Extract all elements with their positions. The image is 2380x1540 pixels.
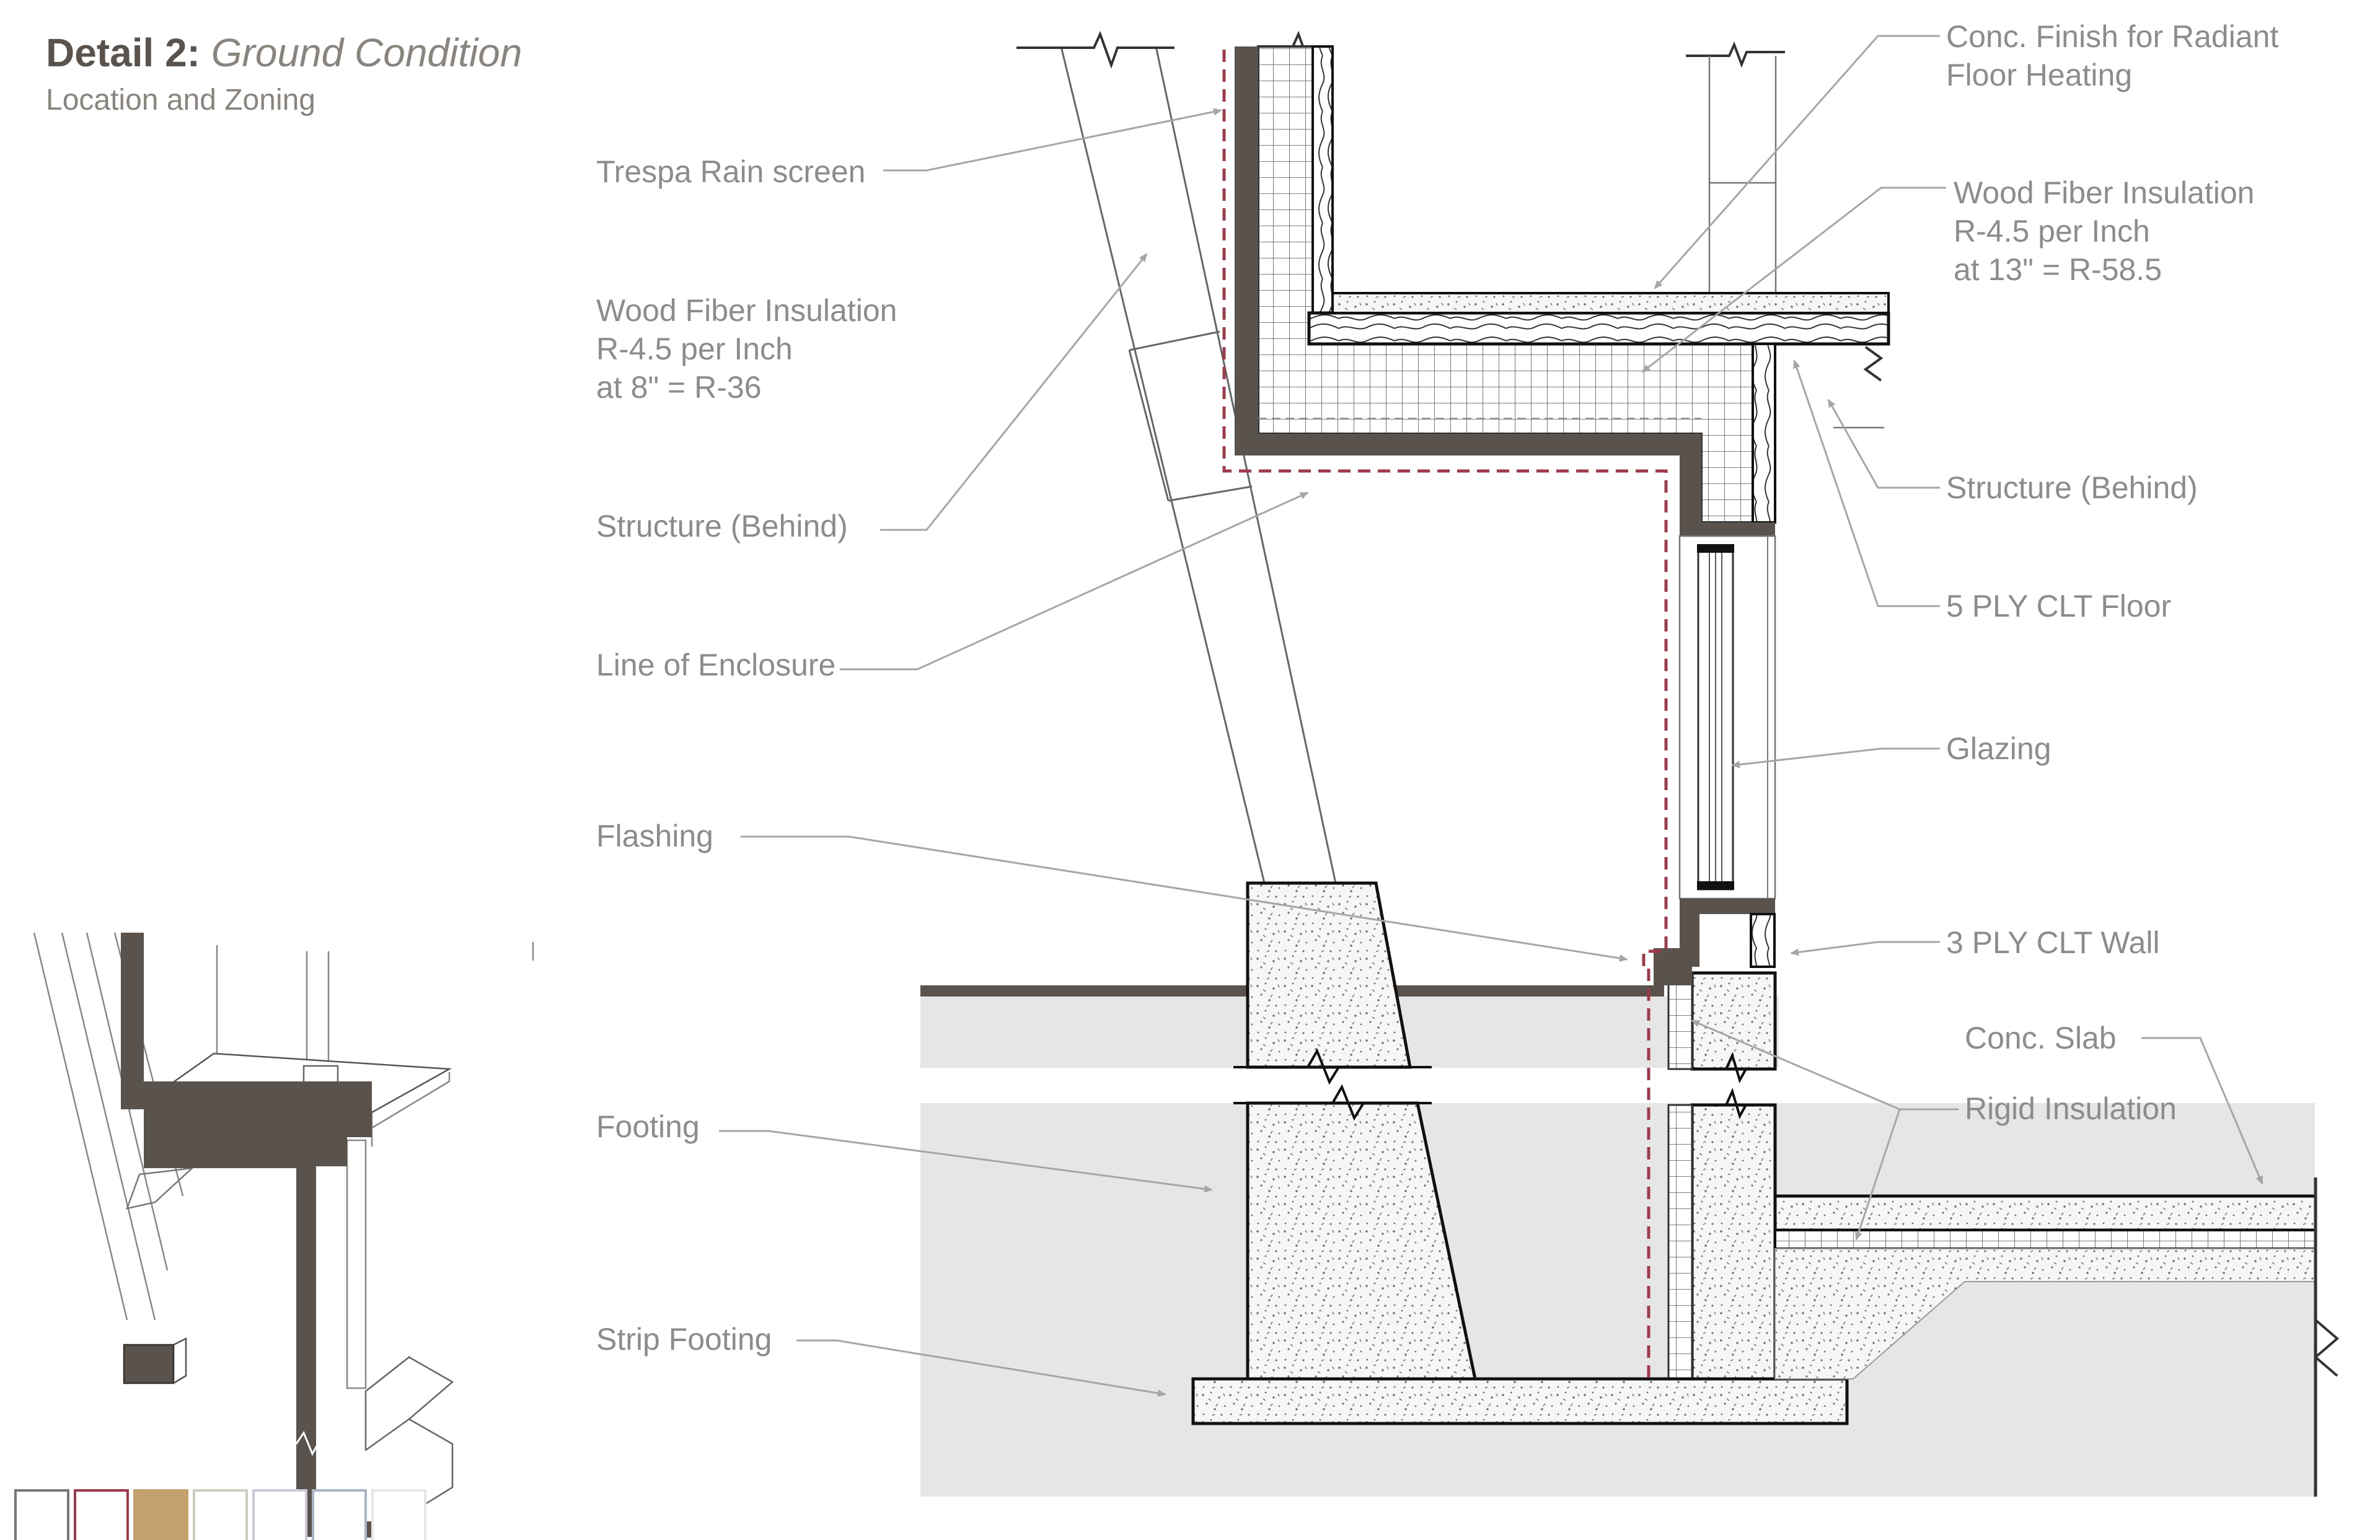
glazing-unit	[1678, 535, 1776, 900]
concrete-slab	[1773, 1177, 2340, 1497]
page-subtitle: Location and Zoning	[46, 84, 315, 117]
label-strip-footing: Strip Footing	[596, 1322, 772, 1357]
legend-swatch	[252, 1489, 307, 1540]
clt-floor-deck	[1307, 311, 1890, 346]
label-clt-floor: 5 PLY CLT Floor	[1946, 589, 2172, 623]
clt-wall-block	[1750, 913, 1776, 968]
label-wood-fiber-left: Wood Fiber Insulation R-4.5 per Inch at …	[596, 291, 897, 407]
conc-finish-line-1: Conc. Finish for Radiant	[1946, 19, 2279, 54]
legend-swatches	[14, 1489, 426, 1540]
key-isometric-view	[33, 932, 534, 1538]
title-name: Ground Condition	[211, 30, 522, 75]
label-rigid-insulation: Rigid Insulation	[1965, 1091, 2177, 1126]
label-conc-slab: Conc. Slab	[1965, 1021, 2117, 1055]
legend-swatch	[312, 1489, 367, 1540]
wood-fiber-left-line-1: Wood Fiber Insulation	[596, 293, 897, 328]
label-trespa: Trespa Rain screen	[596, 154, 866, 189]
page-title: Detail 2: Ground Condition	[46, 30, 522, 76]
legend-swatch	[133, 1489, 188, 1540]
wood-fiber-right-line-3: at 13" = R-58.5	[1954, 252, 2162, 287]
label-flashing: Flashing	[596, 819, 713, 853]
wood-fiber-strip	[1311, 45, 1334, 323]
wood-fiber-right-line-1: Wood Fiber Insulation	[1954, 175, 2255, 210]
clt-floor-edge	[1752, 343, 1776, 524]
legend-swatch	[371, 1489, 426, 1540]
legend-swatch	[14, 1489, 69, 1540]
strip-footing	[1191, 1377, 1849, 1425]
window-sill	[1654, 899, 1775, 979]
concrete-finish	[1331, 292, 1890, 314]
legend-swatch	[74, 1489, 129, 1540]
label-footing: Footing	[596, 1109, 700, 1144]
label-glazing: Glazing	[1946, 731, 2052, 766]
wood-fiber-right-line-2: R-4.5 per Inch	[1954, 214, 2150, 249]
conc-finish-line-2: Floor Heating	[1946, 58, 2133, 92]
flashing-piece	[1654, 964, 1692, 985]
label-conc-finish: Conc. Finish for Radiant Floor Heating	[1946, 17, 2278, 94]
wood-fiber-left-line-3: at 8" = R-36	[596, 370, 762, 405]
enclosure-line	[1222, 50, 1668, 1379]
label-clt-wall: 3 PLY CLT Wall	[1946, 925, 2160, 960]
stone-footing-wedge	[1233, 881, 1478, 1381]
title-block: Detail 2: Ground Condition Location and …	[46, 30, 522, 117]
window-head	[1680, 522, 1775, 536]
wood-fiber-left-line-2: R-4.5 per Inch	[596, 332, 793, 366]
title-prefix: Detail 2:	[46, 30, 200, 75]
foundation-wall	[1667, 971, 1777, 1384]
label-structure-left: Structure (Behind)	[596, 509, 848, 543]
label-wood-fiber-right: Wood Fiber Insulation R-4.5 per Inch at …	[1954, 174, 2254, 289]
leader-lines	[719, 35, 2263, 1397]
stone-wall-lines	[1060, 46, 1337, 884]
legend-swatch	[193, 1489, 248, 1540]
label-structure-right: Structure (Behind)	[1946, 470, 2198, 505]
label-line-of-enclosure: Line of Enclosure	[596, 648, 836, 682]
